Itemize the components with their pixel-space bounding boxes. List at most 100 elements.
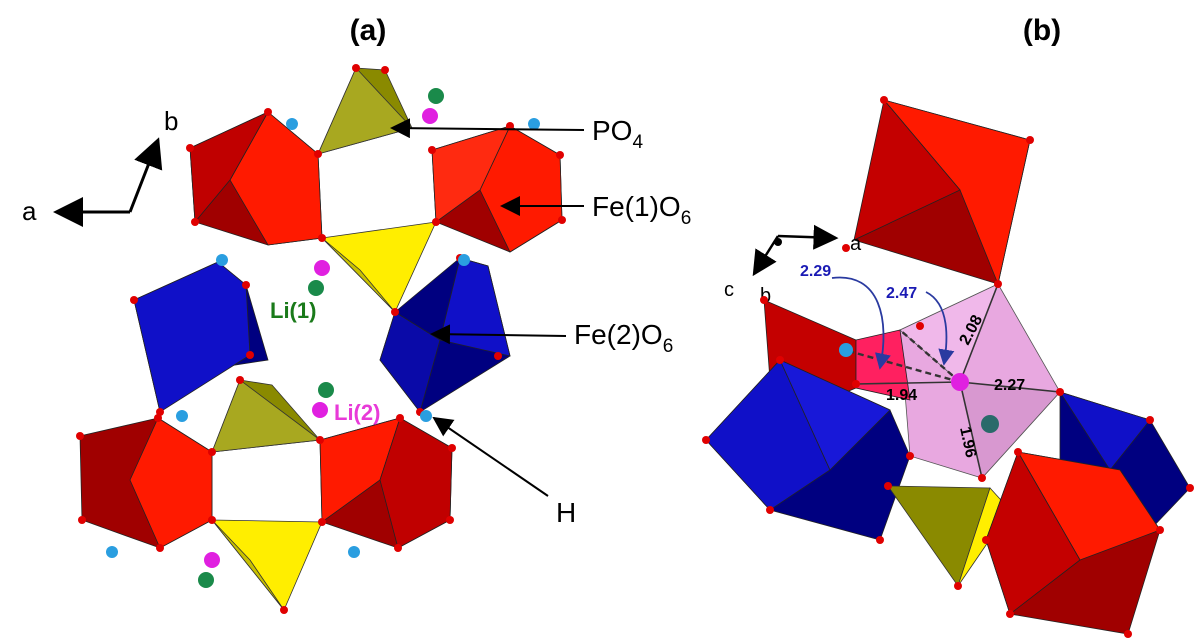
fe2-octahedron-left (133, 261, 269, 413)
po4-tetrahedron-middle (321, 221, 437, 313)
axis-a-label-b: a (850, 233, 862, 255)
li1-atom (318, 382, 334, 398)
fe-octahedron-blue-left-b (705, 359, 911, 541)
oxygen-atom (314, 150, 322, 158)
distance-arrow-247 (925, 291, 955, 366)
li1-atom (308, 280, 324, 296)
fe-octahedron-blue-right-b (1059, 391, 1191, 531)
oxygen-atom (556, 151, 564, 159)
hydrogen-atom (216, 254, 228, 266)
oxygen-atom (982, 536, 990, 544)
po4-tetrahedron-top (317, 67, 413, 155)
hydrogen-atom (839, 343, 853, 357)
distance-label-229: 2.29 (800, 263, 831, 280)
fe1-octahedron-bottom-left (79, 417, 213, 549)
oxygen-atom (352, 64, 360, 72)
oxygen-atom (978, 474, 986, 482)
distance-label-227: 2.27 (994, 377, 1025, 394)
oxygen-atom (506, 122, 514, 130)
fe1-octahedron-bottom-right (319, 417, 453, 549)
distance-arrow-229 (831, 276, 891, 370)
oxygen-atom (906, 452, 914, 460)
oxygen-atom (280, 606, 288, 614)
oxygen-atom (208, 448, 216, 456)
oxygen-atom (208, 516, 216, 524)
oxygen-atom (994, 280, 1002, 288)
li2-atom (951, 373, 969, 391)
oxygen-atom (1146, 416, 1154, 424)
li1-atom (981, 415, 999, 433)
li1-label: Li(1) (270, 298, 316, 323)
oxygen-atom (156, 544, 164, 552)
axis-a-label: a (22, 196, 37, 226)
oxygen-atom (702, 436, 710, 444)
distance-label-194: 1.94 (886, 387, 917, 404)
oxygen-atom (394, 544, 402, 552)
hydrogen-atom (106, 546, 118, 558)
po4-tetrahedron-bottom (211, 519, 323, 611)
oxygen-atom (876, 536, 884, 544)
fe1-callout-label: Fe(1)O6 (592, 191, 691, 229)
li2-label: Li(2) (334, 400, 380, 425)
oxygen-atom (264, 108, 272, 116)
oxygen-atom (318, 518, 326, 526)
li-atoms-a (198, 88, 444, 588)
fe1-octahedron-top-right (431, 125, 563, 253)
oxygen-atom (880, 96, 888, 104)
oxygen-atom (558, 216, 566, 224)
axis-b-label: b (164, 106, 178, 136)
oxygen-atoms-a (76, 64, 566, 614)
li-polyhedron-b (899, 283, 1061, 479)
oxygen-atom (1006, 610, 1014, 618)
oxygen-atom (852, 380, 860, 388)
fe-octahedron-top-b (853, 99, 1031, 286)
hydrogen-atom (286, 118, 298, 130)
oxygen-atom (428, 146, 436, 154)
hydrogen-atom (528, 118, 540, 130)
po4-callout-arrow (390, 118, 585, 139)
oxygen-atom (432, 218, 440, 226)
oxygen-atom (494, 352, 502, 360)
oxygen-atoms-b (702, 96, 1194, 638)
oxygen-atom (1124, 630, 1132, 638)
oxygen-atom (396, 414, 404, 422)
po4-tetrahedron-lower (211, 379, 322, 453)
oxygen-atom (776, 356, 784, 364)
axis-indicator-a: a b (22, 106, 178, 227)
li-bonds-b (851, 283, 1061, 479)
oxygen-atom (448, 444, 456, 452)
axis-b-label-b: b (760, 285, 771, 307)
oxygen-atom (191, 218, 199, 226)
hydrogen-atom (420, 410, 432, 422)
fe2-callout-label: Fe(2)O6 (574, 319, 673, 357)
oxygen-atom (1186, 484, 1194, 492)
distance-label-196: 1.96 (956, 425, 979, 459)
oxygen-atom (1056, 388, 1064, 396)
oxygen-atom (1026, 136, 1034, 144)
distance-label-247: 2.47 (886, 285, 917, 302)
panel-b: (b) (702, 14, 1194, 638)
oxygen-atom (766, 506, 774, 514)
oxygen-atom (246, 351, 254, 359)
fe1-octahedron-top-left (189, 111, 323, 246)
panel-a-label: (a) (350, 14, 387, 47)
oxygen-atom (316, 436, 324, 444)
hydrogen-atoms-a (106, 118, 540, 558)
oxygen-atom (760, 296, 768, 304)
axis-indicator-b: a c b (724, 224, 862, 307)
oxygen-atom (318, 234, 326, 242)
po4-callout-label: PO4 (592, 115, 643, 153)
hydrogen-atom (458, 254, 470, 266)
oxygen-atom (242, 281, 250, 289)
hydrogen-atom (348, 546, 360, 558)
li2-atom (204, 552, 220, 568)
h-callout-arrow (432, 416, 549, 497)
oxygen-atom (954, 582, 962, 590)
li1-atom (198, 572, 214, 588)
panel-a: (a) a b (22, 14, 691, 614)
oxygen-atom (154, 414, 162, 422)
oxygen-atom (130, 296, 138, 304)
li2-atom (422, 108, 438, 124)
oxygen-atom (236, 376, 244, 384)
